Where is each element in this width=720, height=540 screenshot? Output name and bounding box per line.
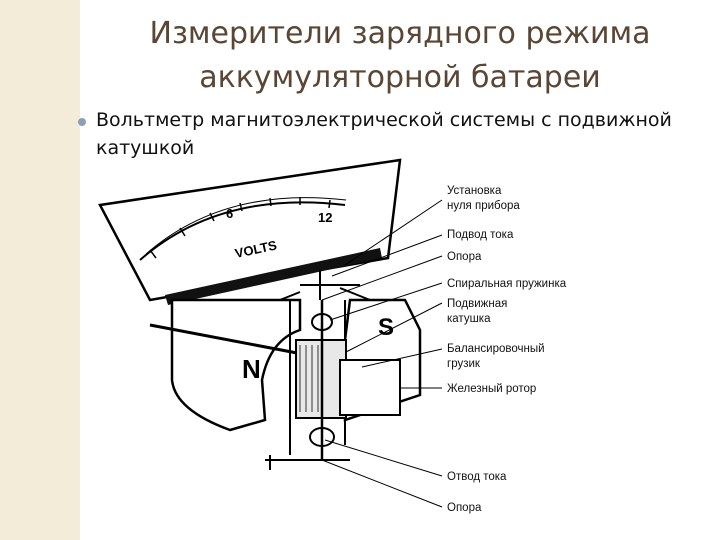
scale-ticks xyxy=(149,197,331,259)
callout-balance-weight-line-1: Балансировочный xyxy=(447,343,545,355)
callout-moving-coil-line-2: катушка xyxy=(447,313,491,325)
pole-label-south: S xyxy=(378,314,394,341)
callout-labels: Установка нуля прибора Подвод тока Опора… xyxy=(447,185,567,514)
bullet-text: Вольтметр магнитоэлектрической системы с… xyxy=(96,109,672,159)
callout-support-top: Опора xyxy=(447,251,482,263)
callout-zero-setting-line-1: Установка xyxy=(447,185,502,197)
coil-windings xyxy=(299,345,319,412)
slide-title: Измерители зарядного режима аккумуляторн… xyxy=(100,12,700,100)
callout-current-lead-out: Отвод тока xyxy=(447,471,507,483)
callout-current-lead-in: Подвод тока xyxy=(447,229,514,241)
callout-moving-coil-line-1: Подвижная xyxy=(447,298,507,310)
magnet-north-pole xyxy=(170,298,302,432)
scale-tick-label-12: 12 xyxy=(318,210,332,225)
callout-balance-weight-line-2: грузик xyxy=(447,358,481,370)
bullet-marker-icon xyxy=(78,118,86,126)
scale-arc xyxy=(139,201,346,261)
slide-title-line-2: аккумуляторной батареи xyxy=(199,60,601,95)
callout-support-bottom: Опора xyxy=(447,502,482,514)
callout-spiral-spring: Спиральная пружинка xyxy=(447,278,567,290)
callout-zero-setting-line-2: нуля прибора xyxy=(447,200,520,212)
leader-lines xyxy=(321,199,443,508)
decorative-side-strip xyxy=(0,0,80,540)
zero-adjuster xyxy=(279,270,371,301)
dial-edge-bar xyxy=(165,248,382,305)
scale-tick-label-6: 6 xyxy=(226,206,233,221)
callout-iron-rotor: Железный ротор xyxy=(447,383,536,395)
slide-title-line-1: Измерители зарядного режима xyxy=(149,16,651,51)
pole-label-north: N xyxy=(242,354,261,384)
iron-rotor-shape xyxy=(339,359,401,416)
scale-arc-inner xyxy=(145,197,347,255)
